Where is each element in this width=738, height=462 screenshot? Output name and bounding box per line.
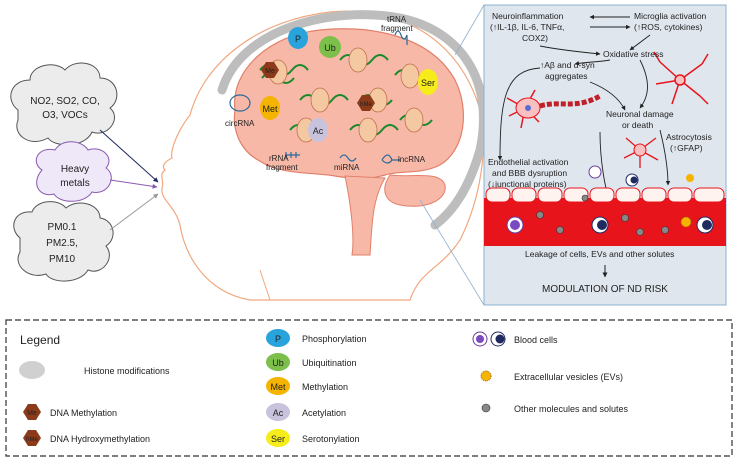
- text-endo2: and BBB dysruption: [492, 168, 567, 178]
- microglia-cell: [653, 51, 709, 105]
- brain-mark-p-label: P: [295, 34, 301, 44]
- text-cytokines: (↑IL-1β, IL-6, TNFα,: [490, 22, 564, 32]
- legend-blood-swatch: [472, 331, 506, 347]
- brain-mark-ub: Ub: [319, 36, 341, 58]
- endothelium: [485, 187, 725, 203]
- brain-mark-met: Met: [260, 96, 280, 120]
- text-neuroinflammation: Neuroinflammation: [492, 11, 564, 21]
- brain-mark-hme: hMe: [357, 95, 375, 111]
- legend-sero: Serotonylation: [302, 434, 360, 444]
- text-astro: Astrocytosis: [666, 132, 712, 142]
- arrow-gases: [99, 129, 159, 183]
- label-lncrna: lncRNA: [398, 155, 426, 164]
- text-ros: (↑ROS, cytokines): [634, 22, 703, 32]
- legend-phos: Phosphorylation: [302, 334, 367, 344]
- vessel-cells: [506, 165, 714, 236]
- text-abeta: ↑Aβ and α-syn: [540, 60, 595, 70]
- text-gfap: (↑GFAP): [670, 143, 703, 153]
- metals-line1: Heavy: [61, 164, 89, 175]
- legend-dna-hme-mark: hMe: [26, 437, 38, 443]
- legend-sero-swatch: [266, 429, 290, 447]
- histone-arc: [217, 10, 488, 230]
- cloud-pm: PM0.1 PM2.5, PM10: [13, 201, 114, 282]
- text-cox2: COX2): [522, 33, 548, 43]
- legend-other: Other molecules and solutes: [514, 404, 629, 414]
- mechanism-panel: [483, 4, 727, 306]
- gases-line2: O3, VOCs: [42, 110, 88, 121]
- astrocyte-cell: [623, 137, 659, 168]
- legend-histone: Histone modifications: [84, 366, 170, 376]
- text-endo3: (↓junctional proteins): [488, 179, 567, 189]
- brain-mark-ub-label: Ub: [324, 43, 336, 53]
- zoom-line-bottom: [419, 199, 485, 306]
- brain-mark-ac-label: Ac: [313, 126, 324, 136]
- pm-line2: PM2.5,: [46, 238, 78, 249]
- text-neuronal: Neuronal damage: [606, 109, 674, 119]
- legend-ubiq-mark: Ub: [272, 358, 284, 368]
- text-endo1: Endothelial activation: [488, 157, 569, 167]
- legend-methyl: Methylation: [302, 382, 348, 392]
- arrow-metals: [109, 179, 158, 189]
- gases-line1: NO2, SO2, CO,: [30, 96, 99, 107]
- pm-line1: PM0.1: [48, 222, 77, 233]
- legend-acetyl-swatch: [266, 403, 290, 421]
- legend-dna-me-mark: Me: [27, 410, 37, 417]
- brain-mark-ac: Ac: [308, 118, 328, 142]
- brain-mark-ser-label: Ser: [421, 78, 435, 88]
- legend-evs-swatch: [480, 370, 492, 382]
- legend-methyl-swatch: [266, 377, 290, 395]
- label-trna: tRNA: [387, 15, 407, 24]
- label-circrna: circRNA: [225, 119, 255, 128]
- legend-phos-swatch: [266, 329, 290, 347]
- metals-line2: metals: [60, 178, 89, 189]
- arrow-pm: [109, 193, 159, 231]
- label-mirna: miRNA: [334, 163, 360, 172]
- text-modulation: MODULATION OF ND RISK: [542, 284, 668, 295]
- legend-ubiq-swatch: [266, 353, 290, 371]
- legend-sero-mark: Ser: [271, 434, 285, 444]
- legend-title: Legend: [20, 333, 60, 347]
- brain-mark-ser: Ser: [418, 69, 438, 95]
- cloud-metals: Heavy metals: [35, 141, 112, 202]
- legend-dna-hme-swatch: [23, 430, 41, 446]
- text-oxidative: Oxidative stress: [603, 49, 663, 59]
- legend-methyl-mark: Met: [270, 382, 286, 392]
- brain-stem: [344, 175, 386, 256]
- text-death: or death: [622, 120, 653, 130]
- legend-blood: Blood cells: [514, 335, 558, 345]
- label-trna-fragment: fragment: [381, 24, 413, 33]
- cerebellum: [384, 174, 446, 207]
- legend-evs: Extracellular vesicles (EVs): [514, 372, 623, 382]
- legend-dna-me-swatch: [23, 404, 41, 420]
- brain-mark-me-label: Me: [265, 68, 275, 75]
- legend-other-swatch: [481, 403, 491, 413]
- text-leakage: Leakage of cells, EVs and other solutes: [525, 249, 674, 259]
- brain-mark-me: Me: [261, 62, 279, 78]
- rna-glyphs: [229, 30, 408, 164]
- legend-histone-swatch: [19, 361, 45, 379]
- label-rrna: rRNA: [269, 154, 289, 163]
- legend-acetyl-mark: Ac: [273, 408, 284, 418]
- text-microglia: Microglia activation: [634, 11, 707, 21]
- legend-phos-mark: P: [275, 334, 281, 344]
- zoom-line-top: [454, 4, 485, 56]
- label-rrna-fragment: fragment: [266, 163, 298, 172]
- text-aggregates: aggregates: [545, 71, 588, 81]
- brain-mark-hme-label: hMe: [360, 102, 372, 108]
- legend-ubiq: Ubiquitination: [302, 358, 357, 368]
- cloud-gases: NO2, SO2, CO, O3, VOCs: [10, 62, 118, 146]
- brain-mark-p: P: [288, 27, 308, 49]
- legend-dna-hme: DNA Hydroxymethylation: [50, 434, 150, 444]
- legend-acetyl: Acetylation: [302, 408, 346, 418]
- pm-line3: PM10: [49, 254, 76, 265]
- legend-box: [5, 319, 733, 457]
- brain-mark-met-label: Met: [262, 104, 278, 114]
- legend-dna-me: DNA Methylation: [50, 408, 117, 418]
- neuron-cell: [506, 89, 602, 129]
